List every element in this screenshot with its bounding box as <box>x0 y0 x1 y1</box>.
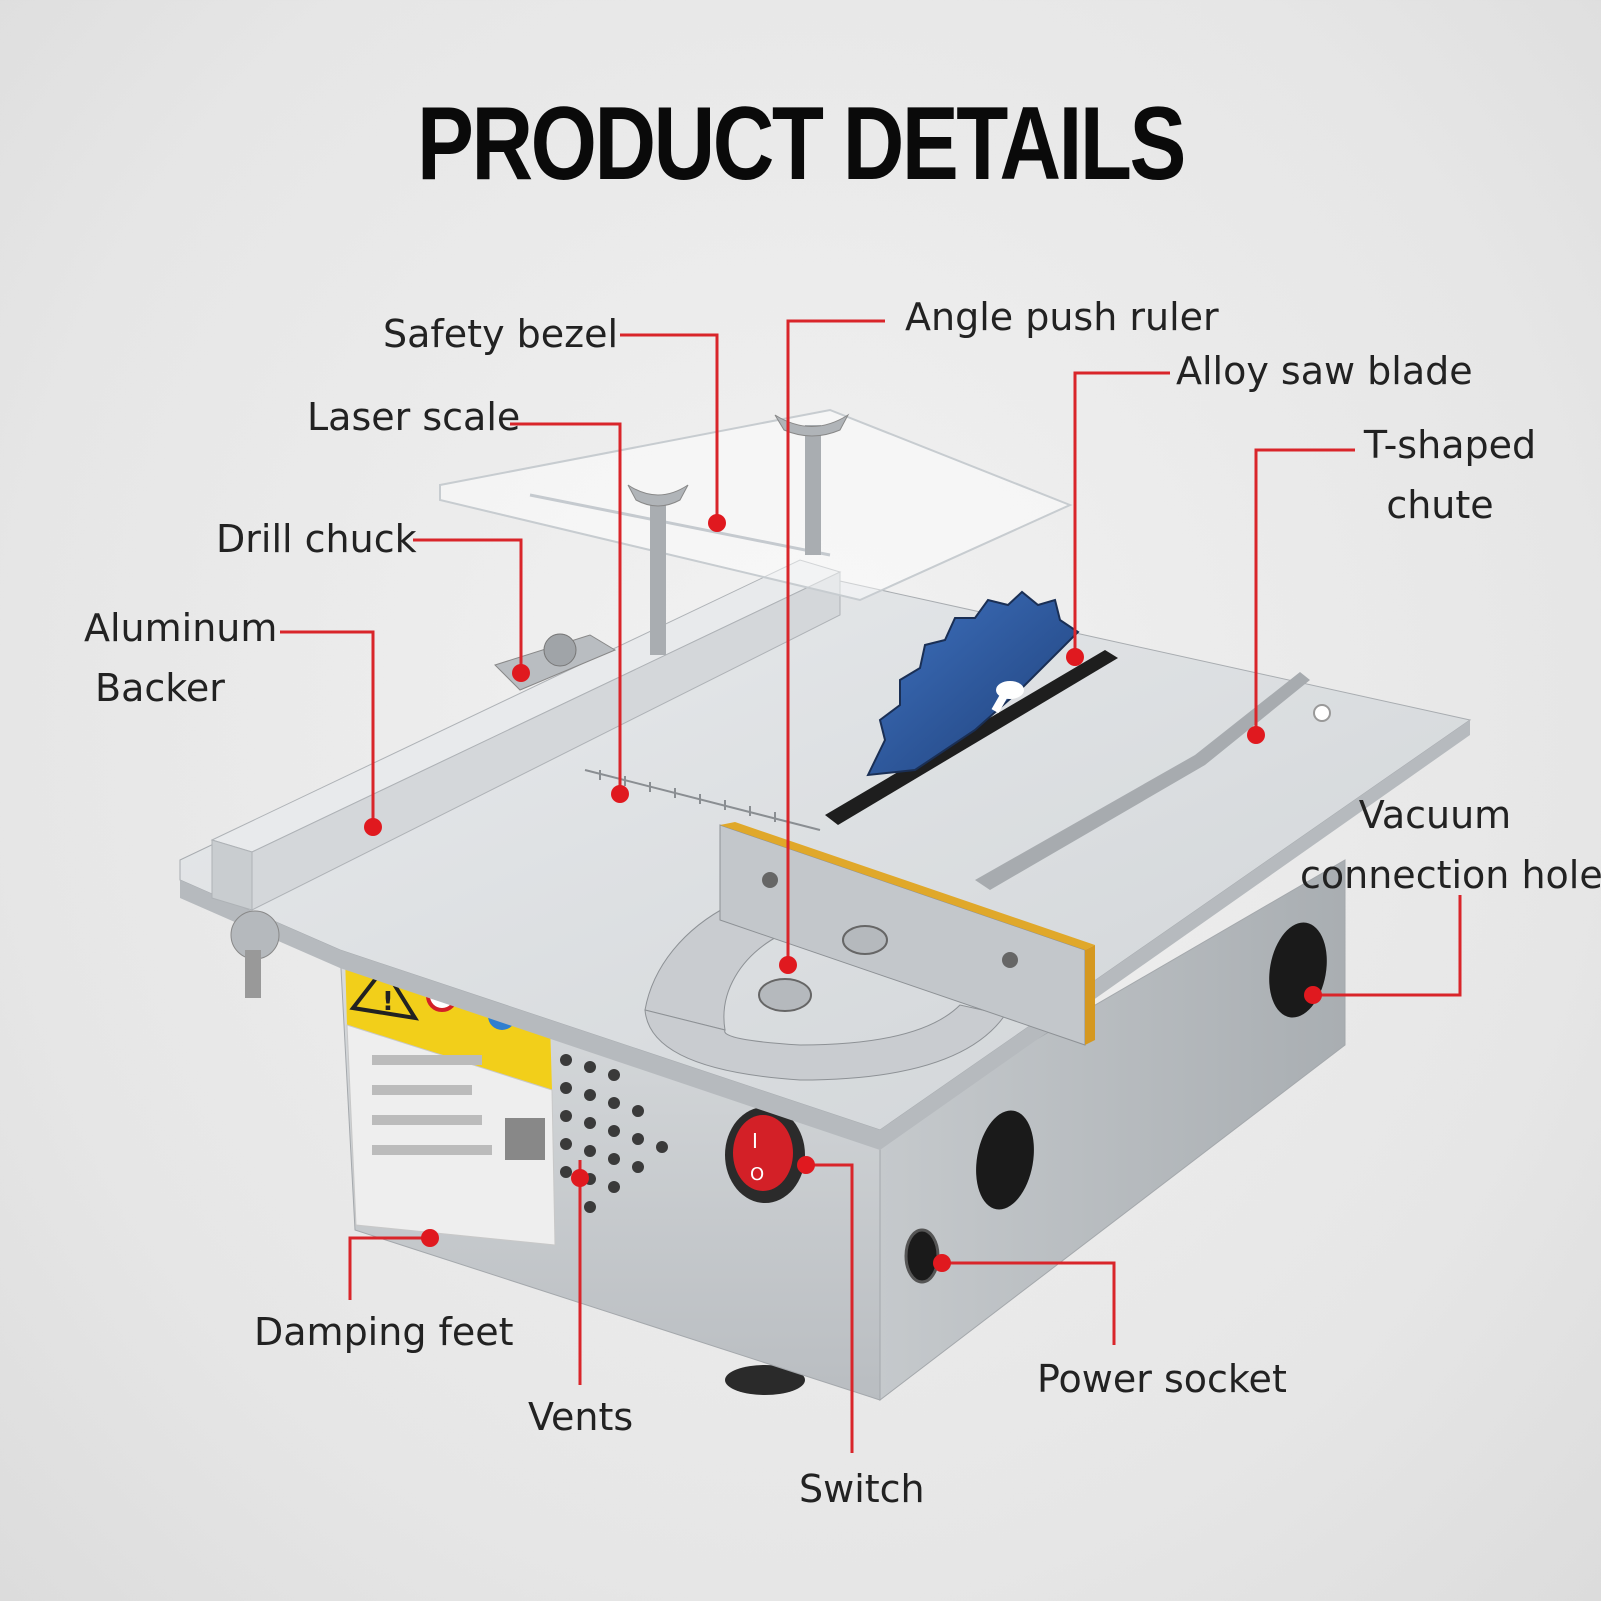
label-angle-push-ruler: Angle push ruler <box>905 295 1219 339</box>
dot-drill-chuck <box>512 664 530 682</box>
leader-angle-push-ruler <box>786 319 885 965</box>
leader-safety-bezel <box>620 333 719 523</box>
dot-switch <box>797 1156 815 1174</box>
label-t-shaped-chute-line2: chute <box>1386 483 1494 527</box>
safety-bezel <box>439 408 1073 655</box>
dot-power-socket <box>933 1254 951 1272</box>
warning-icon <box>349 964 420 1021</box>
side-hole <box>976 1110 1034 1210</box>
label-alloy-saw-blade: Alloy saw blade <box>1176 349 1473 393</box>
leader-t-shaped-chute <box>1254 448 1355 735</box>
label-aluminum-backer-line2: Backer <box>95 666 225 710</box>
t-shaped-chute <box>975 672 1310 890</box>
leader-lines <box>280 319 1462 1453</box>
label-aluminum-backer-line1: Aluminum <box>84 606 278 650</box>
label-drill-chuck: Drill chuck <box>216 517 417 561</box>
dot-vacuum-hole <box>1304 986 1322 1004</box>
laser-scale <box>584 769 821 831</box>
wing-nut-icon <box>627 413 850 507</box>
label-vacuum-hole-line1: Vacuum <box>1358 793 1512 837</box>
label-damping-feet: Damping feet <box>254 1310 514 1354</box>
warning-label: ! <box>345 955 556 1246</box>
leader-aluminum-backer <box>280 630 375 827</box>
dot-laser-scale <box>611 785 629 803</box>
leader-laser-scale <box>510 422 622 794</box>
housing-side-face <box>879 859 1346 1402</box>
leader-drill-chuck <box>413 538 523 673</box>
label-safety-bezel: Safety bezel <box>383 312 619 356</box>
callout-dots <box>364 514 1322 1272</box>
dot-vents <box>571 1169 589 1187</box>
dot-damping-feet <box>421 1229 439 1247</box>
label-switch: Switch <box>799 1467 925 1511</box>
power-socket <box>904 1228 940 1284</box>
rocker-switch-icon: I O <box>725 1107 805 1203</box>
dot-safety-bezel <box>708 514 726 532</box>
label-vacuum-hole-line2: connection hole <box>1300 853 1601 897</box>
aluminum-backer <box>210 559 842 998</box>
svg-text:I: I <box>752 1129 758 1153</box>
dot-angle-push-ruler <box>779 956 797 974</box>
svg-text:!: ! <box>382 987 394 1017</box>
label-laser-scale: Laser scale <box>307 395 521 439</box>
label-vents: Vents <box>528 1395 634 1439</box>
dot-t-shaped-chute <box>1247 726 1265 744</box>
label-power-socket: Power socket <box>1037 1357 1287 1401</box>
saw-blade-icon <box>866 590 1080 777</box>
svg-text:O: O <box>750 1164 764 1185</box>
leader-vacuum-hole <box>1313 895 1462 997</box>
angle-push-ruler <box>644 822 1095 1081</box>
vents <box>560 1054 668 1213</box>
leader-switch <box>806 1163 854 1453</box>
dot-alloy-saw-blade <box>1066 648 1084 666</box>
page-title: PRODUCT DETAILS <box>417 86 1186 202</box>
leader-power-socket <box>942 1261 1116 1345</box>
leader-alloy-saw-blade <box>1073 371 1170 657</box>
leader-damping-feet <box>348 1236 430 1300</box>
dot-aluminum-backer <box>364 818 382 836</box>
label-t-shaped-chute-line1: T-shaped <box>1363 423 1537 467</box>
